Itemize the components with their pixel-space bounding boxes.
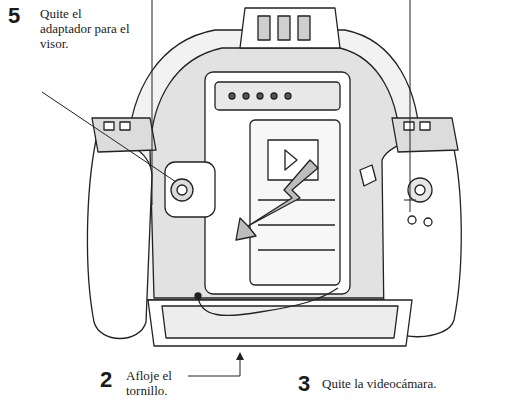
housing [87,8,461,346]
callout-number: 3 [298,372,310,396]
step-instruction: Quite el adaptador para el visor. [40,6,130,51]
callout-number: 2 [100,368,112,392]
step-instruction: Afloje el tornillo. [126,368,188,398]
leader-lines [42,0,416,376]
callout-number: 5 [8,4,20,28]
step-instruction: Quite la videocámara. [322,376,436,391]
